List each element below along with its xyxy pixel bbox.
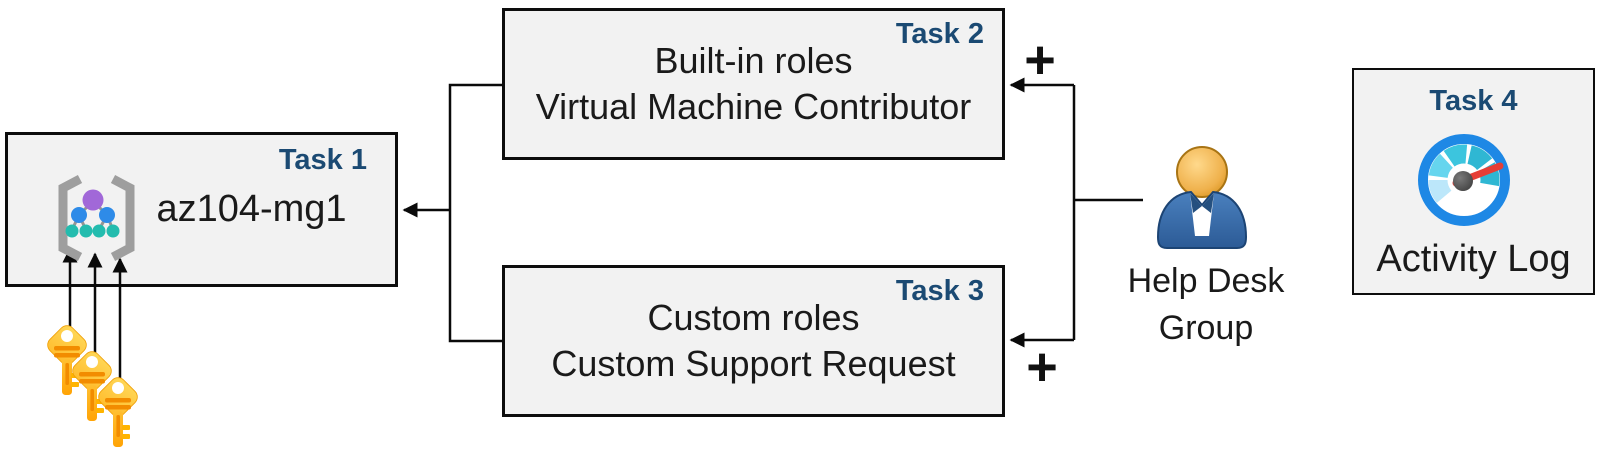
plus-icon-task3: +	[1026, 337, 1058, 397]
task2-label: Task 2	[895, 18, 984, 50]
task2-line1: Built-in roles	[654, 40, 853, 81]
task3-box: Task 3 Custom roles Custom Support Reque…	[502, 265, 1005, 417]
plus-icon-task2: +	[1024, 30, 1056, 90]
actor-label-line1: Help Desk	[1127, 262, 1285, 300]
task4-box: Task 4 Activity Log	[1352, 68, 1595, 295]
actor-label: Help Desk Group	[1106, 258, 1306, 352]
task3-text: Custom roles Custom Support Request	[505, 268, 1002, 414]
task1-box: Task 1 az104-mg1	[5, 132, 398, 287]
task3-line2: Custom Support Request	[551, 343, 956, 384]
task1-title: az104-mg1	[156, 188, 347, 230]
task2-line2: Virtual Machine Contributor	[535, 86, 972, 127]
user-icon	[1156, 146, 1248, 249]
task1-label: Task 1	[278, 144, 367, 176]
connector-left	[402, 83, 502, 343]
actor-label-line2: Group	[1158, 309, 1254, 347]
task4-caption: Activity Log	[1376, 238, 1571, 280]
task2-box: Task 2 Built-in roles Virtual Machine Co…	[502, 8, 1005, 160]
task3-label: Task 3	[895, 275, 984, 307]
task4-label: Task 4	[1429, 85, 1518, 117]
task3-line1: Custom roles	[647, 297, 860, 338]
task2-text: Built-in roles Virtual Machine Contribut…	[505, 11, 1002, 157]
keys-icon	[43, 321, 142, 448]
